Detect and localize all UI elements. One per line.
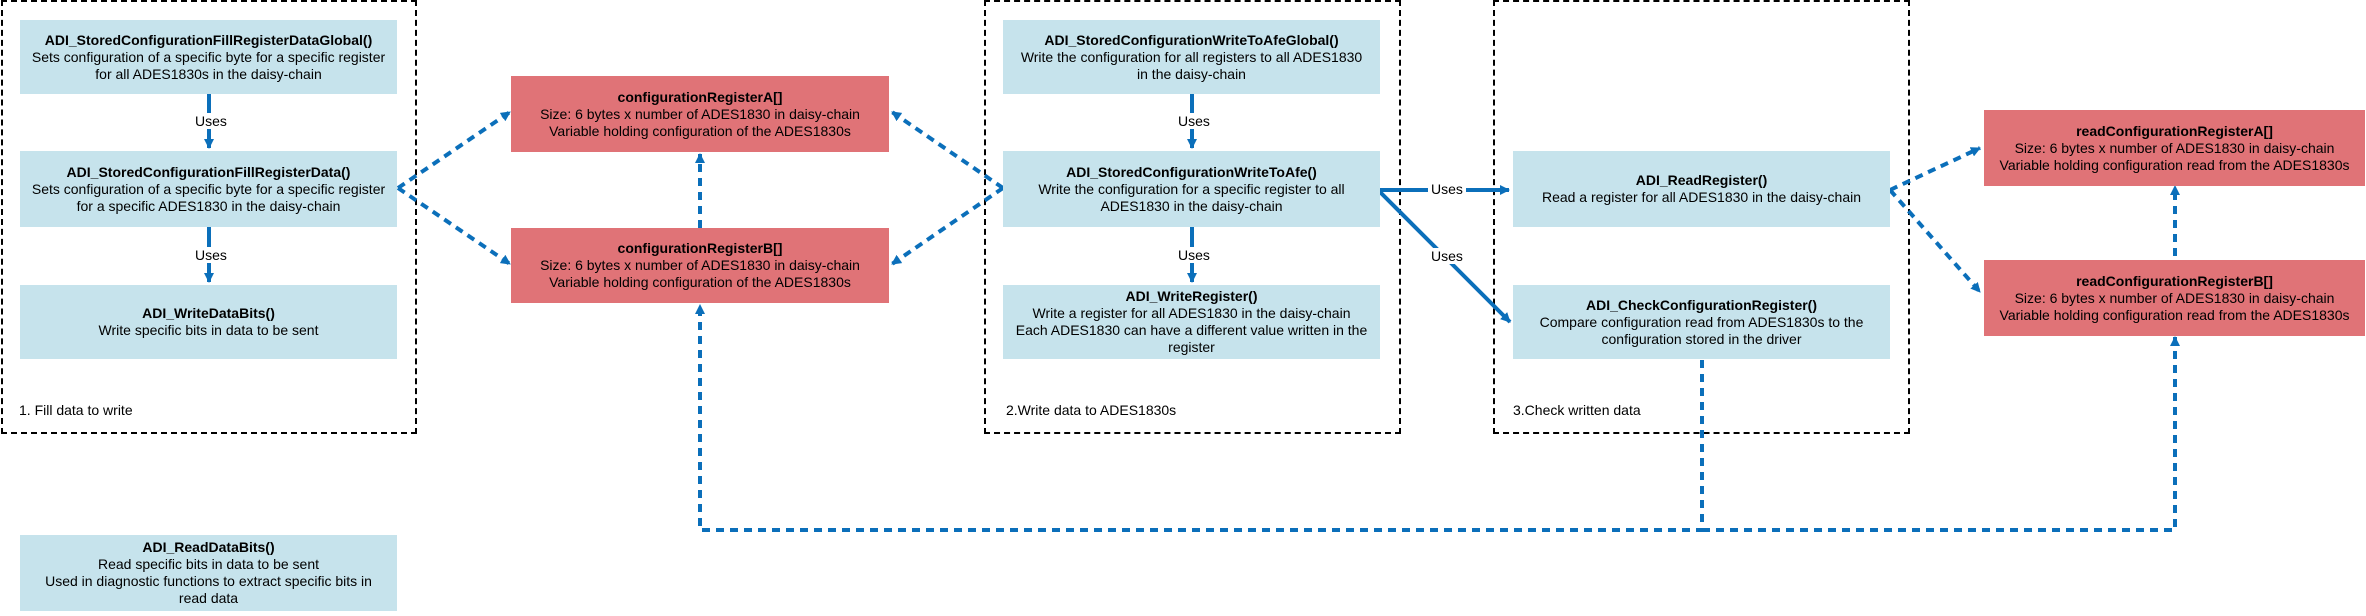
fill-data-title: ADI_StoredConfigurationFillRegisterData(…	[66, 163, 351, 180]
arrow-writeafe-to-cfgb	[890, 186, 1005, 266]
cfg-register-a-desc-1: Size: 6 bytes x number of ADES1830 in da…	[540, 105, 860, 122]
write-register-desc-2: Each ADES1830 can have a different value…	[1015, 322, 1368, 338]
arrow-readreg-to-reada	[1889, 146, 1981, 192]
arrow-writeafe-to-cfga	[890, 110, 1005, 190]
arrow-filldata-to-cfga	[396, 110, 512, 190]
read-bits-desc-3: read data	[178, 590, 239, 606]
write-bits-desc-1: Write specific bits in data to be sent	[98, 322, 319, 338]
group-check-label: 3.Check written data	[1513, 402, 1641, 418]
uses-label-readreg: Uses	[1428, 181, 1466, 197]
cfg-register-a-desc-2: Variable holding configuration of the AD…	[549, 122, 851, 139]
read-register-b-box: readConfigurationRegisterB[] Size: 6 byt…	[1984, 260, 2365, 336]
cfg-register-a-box: configurationRegisterA[] Size: 6 bytes x…	[511, 76, 889, 152]
read-bits-desc-1: Read specific bits in data to be sent	[97, 556, 320, 572]
write-bits-title: ADI_WriteDataBits()	[142, 305, 275, 321]
cfg-register-b-desc-2: Variable holding configuration of the AD…	[549, 274, 851, 290]
read-register-desc-1: Read a register for all ADES1830 in the …	[1541, 189, 1862, 205]
cfg-register-b-desc-1: Size: 6 bytes x number of ADES1830 in da…	[540, 257, 860, 273]
read-bits-title: ADI_ReadDataBits()	[142, 539, 275, 555]
arrow-filldata-to-cfgb	[396, 186, 512, 266]
read-register-b-title: readConfigurationRegisterB[]	[2076, 272, 2273, 289]
write-global-box: ADI_StoredConfigurationWriteToAfeGlobal(…	[1003, 20, 1380, 94]
write-bits-box: ADI_WriteDataBits() Write specific bits …	[20, 285, 397, 359]
fill-data-desc-1: Sets configuration of a specific byte fo…	[31, 180, 386, 197]
read-register-box: ADI_ReadRegister() Read a register for a…	[1513, 151, 1890, 227]
write-global-title: ADI_StoredConfigurationWriteToAfeGlobal(…	[1044, 31, 1339, 48]
arrow-readreg-to-readb	[1888, 188, 1982, 294]
write-register-box: ADI_WriteRegister() Write a register for…	[1003, 285, 1380, 359]
read-register-b-desc-1: Size: 6 bytes x number of ADES1830 in da…	[2014, 289, 2335, 306]
group-fill-data: 1. Fill data to write	[1, 0, 417, 434]
read-register-a-box: readConfigurationRegisterA[] Size: 6 byt…	[1984, 110, 2365, 186]
write-global-desc-1: Write the configuration for all register…	[1020, 48, 1363, 65]
write-afe-title: ADI_StoredConfigurationWriteToAfe()	[1066, 163, 1317, 180]
cfg-register-a-title: configurationRegisterA[]	[617, 88, 783, 105]
fill-global-box: ADI_StoredConfigurationFillRegisterDataG…	[20, 20, 397, 94]
read-register-b-desc-2: Variable holding configuration read from…	[1999, 306, 2350, 323]
uses-label-fill-2: Uses	[192, 247, 230, 263]
check-config-desc-2: configuration stored in the driver	[1601, 330, 1802, 347]
write-afe-desc-1: Write the configuration for a specific r…	[1038, 180, 1345, 197]
fill-data-box: ADI_StoredConfigurationFillRegisterData(…	[20, 151, 397, 227]
fill-global-desc-1: Sets configuration of a specific byte fo…	[31, 48, 386, 65]
fill-data-desc-2: for a specific ADES1830 in the daisy-cha…	[76, 197, 341, 214]
uses-label-checkcfg: Uses	[1428, 248, 1466, 264]
write-afe-desc-2: ADES1830 in the daisy-chain	[1100, 197, 1283, 214]
write-register-title: ADI_WriteRegister()	[1125, 288, 1258, 304]
write-register-desc-1: Write a register for all ADES1830 in the…	[1032, 305, 1351, 321]
check-config-desc-1: Compare configuration read from ADES1830…	[1539, 313, 1864, 330]
cfg-register-b-box: configurationRegisterB[] Size: 6 bytes x…	[511, 228, 889, 303]
group-fill-label: 1. Fill data to write	[19, 402, 133, 418]
uses-label-write-2: Uses	[1175, 247, 1213, 263]
write-global-desc-2: in the daisy-chain	[1137, 65, 1246, 82]
fill-global-desc-2: for all ADES1830s in the daisy-chain	[95, 65, 322, 82]
fill-global-title: ADI_StoredConfigurationFillRegisterDataG…	[44, 31, 373, 48]
read-register-a-desc-1: Size: 6 bytes x number of ADES1830 in da…	[2014, 139, 2335, 156]
check-config-box: ADI_CheckConfigurationRegister() Compare…	[1513, 285, 1890, 359]
read-register-a-title: readConfigurationRegisterA[]	[2076, 122, 2273, 139]
uses-label-write-1: Uses	[1175, 113, 1213, 129]
group-write-data: 2.Write data to ADES1830s	[984, 0, 1401, 434]
read-bits-box: ADI_ReadDataBits() Read specific bits in…	[20, 535, 397, 611]
read-register-title: ADI_ReadRegister()	[1635, 172, 1768, 188]
read-register-a-desc-2: Variable holding configuration read from…	[1999, 156, 2350, 173]
arrow-checkcfg-to-readb	[1702, 336, 2180, 532]
read-bits-desc-2: Used in diagnostic functions to extract …	[45, 573, 372, 589]
write-afe-box: ADI_StoredConfigurationWriteToAfe() Writ…	[1003, 151, 1380, 227]
check-config-title: ADI_CheckConfigurationRegister()	[1585, 296, 1818, 313]
arrow-checkcfg-to-cfgb	[695, 304, 1704, 532]
group-write-label: 2.Write data to ADES1830s	[1006, 402, 1177, 418]
cfg-register-b-title: configurationRegisterB[]	[617, 240, 783, 256]
write-register-desc-3: register	[1168, 339, 1215, 355]
uses-label-fill-1: Uses	[192, 113, 230, 129]
